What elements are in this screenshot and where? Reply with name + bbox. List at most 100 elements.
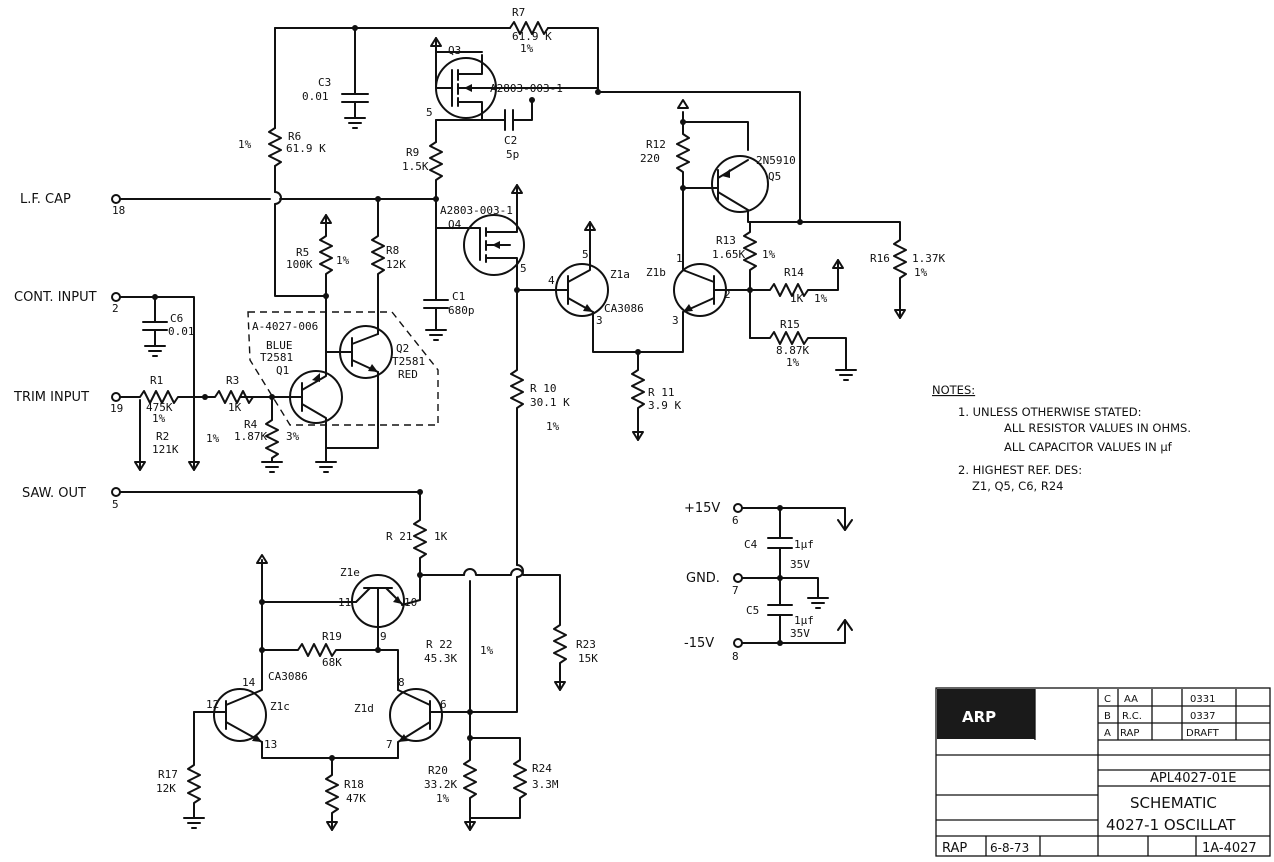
pair-part: A-4027-006: [252, 320, 318, 333]
r8-val: 12K: [386, 258, 406, 271]
c4-ref: C4: [744, 538, 758, 551]
z1e-e-pin: 10: [404, 596, 417, 609]
z1c-b-pin: 12: [206, 698, 219, 711]
feedback-network: [268, 21, 599, 297]
r2-val: 121K: [152, 443, 179, 456]
component-labels: R7 61.9 K 1% C3 0.01 Q3 A2803-003-1 5 1%…: [146, 6, 945, 805]
note-1a: 1. UNLESS OTHERWISE STATED:: [958, 405, 1142, 419]
r5-tol: 1%: [336, 254, 350, 267]
company-logo: ARP: [962, 708, 996, 726]
c2-val: 5p: [506, 148, 519, 161]
rev-c-letter: C: [1104, 694, 1111, 705]
r24-val: 3.3M: [532, 778, 559, 791]
cont-input-net: [119, 294, 200, 471]
gnd-pin: 7: [732, 584, 739, 597]
r24-ref: R24: [532, 762, 552, 775]
transistor-z1e: [256, 554, 405, 676]
q1-ref: Q1: [276, 364, 289, 377]
z1b-c-pin: 1: [676, 252, 683, 265]
rev-c-ecn: 0331: [1190, 694, 1215, 705]
r11-ref: R 11: [648, 386, 675, 399]
z1d-e-pin: 7: [386, 738, 393, 751]
r9-val: 1.5K: [402, 160, 429, 173]
q4-s-pin: 5: [520, 262, 527, 275]
r4-tol: 3%: [286, 430, 300, 443]
r6-tol: 1%: [238, 138, 252, 151]
z1a-e-pin: 3: [596, 314, 603, 327]
p15-label: +15V: [684, 501, 720, 516]
transistor-z1c: [183, 674, 399, 831]
q3-part: A2803-003-1: [490, 82, 563, 95]
r21-val: 1K: [434, 530, 448, 543]
r16-ref: R16: [870, 252, 890, 265]
transistor-z1d: [389, 688, 473, 759]
r17-val: 12K: [156, 782, 176, 795]
drawn-by: RAP: [942, 841, 967, 856]
z1e-ref: Z1e: [340, 566, 360, 579]
r9-ref: R9: [406, 146, 419, 159]
z1e-b-pin: 9: [380, 630, 387, 643]
q5-ref: Q5: [768, 170, 781, 183]
trim-input-label: TRIM INPUT: [13, 390, 89, 405]
r3-val: 1K: [228, 401, 242, 414]
lf-cap-pin: 18: [112, 204, 125, 217]
transistor-q1: [239, 361, 343, 473]
r2-ref: R2: [156, 430, 169, 443]
trim-input-net: [119, 390, 283, 473]
saw-out-net: [119, 489, 567, 713]
z1b-e-pin: 3: [672, 314, 679, 327]
drawn-date: 6-8-73: [990, 841, 1029, 855]
sheet-number: 1A-4027: [1202, 841, 1257, 856]
z1a-part: CA3086: [604, 302, 644, 315]
notes: NOTES: 1. UNLESS OTHERWISE STATED: ALL R…: [932, 383, 1191, 493]
z1a-ref: Z1a: [610, 268, 630, 281]
r4-val: 1.87K: [234, 430, 267, 443]
m15-label: -15V: [684, 636, 714, 651]
r16-val: 1.37K: [912, 252, 945, 265]
r8-ref: R8: [386, 244, 399, 257]
r6-ref: R6: [288, 130, 301, 143]
transistor-q2: [325, 299, 393, 449]
notes-title: NOTES:: [932, 383, 975, 397]
r13-val: 1.65K: [712, 248, 745, 261]
r5-val: 100K: [286, 258, 313, 271]
r14-ref: R14: [784, 266, 804, 279]
c5-volt: 35V: [790, 627, 810, 640]
r10-val: 30.1 K: [530, 396, 570, 409]
lf-cap-net: [119, 196, 449, 341]
r14-val: 1K: [790, 292, 804, 305]
saw-out-label: SAW. OUT: [22, 486, 86, 501]
r3-ref: R3: [226, 374, 239, 387]
note-2a: 2. HIGHEST REF. DES:: [958, 463, 1082, 477]
c2-ref: C2: [504, 134, 517, 147]
gnd-label: GND.: [686, 571, 720, 586]
r7-ref: R7: [512, 6, 525, 19]
rev-a-by: RAP: [1120, 728, 1139, 739]
c1-val: 680p: [448, 304, 475, 317]
r7-tol: 1%: [520, 42, 534, 55]
resistors-r5-r8: [319, 198, 385, 363]
r12-val: 220: [640, 152, 660, 165]
q2-ref: Q2: [396, 342, 409, 355]
q4-part: A2803-003-1: [440, 204, 513, 217]
r5-ref: R5: [296, 246, 309, 259]
z1d-b-pin: 6: [440, 698, 447, 711]
q2-part: T2581: [392, 355, 425, 368]
note-1b: ALL RESISTOR VALUES IN OHMS.: [1004, 421, 1191, 435]
c5-ref: C5: [746, 604, 759, 617]
z1a-z1b-differential: [516, 219, 751, 441]
q3-s-pin: 5: [426, 106, 433, 119]
lf-cap-label: L.F. CAP: [20, 192, 71, 207]
r15-val: 8.87K: [776, 344, 809, 357]
title-block: ARP C AA 0331 B R.C. 0337 A RAP DRAFT AP…: [935, 687, 1271, 857]
r20-ref: R20: [428, 764, 448, 777]
r21-ref: R 21: [386, 530, 413, 543]
company-logo-box: [937, 689, 1035, 739]
z1c-ref: Z1c: [270, 700, 290, 713]
rev-b-letter: B: [1104, 711, 1111, 722]
z1b-ref: Z1b: [646, 266, 666, 279]
c6-val: 0.01: [168, 325, 195, 338]
power-supply-section: [741, 505, 853, 646]
title-line-2: 4027-1 OSCILLAT: [1106, 816, 1236, 834]
